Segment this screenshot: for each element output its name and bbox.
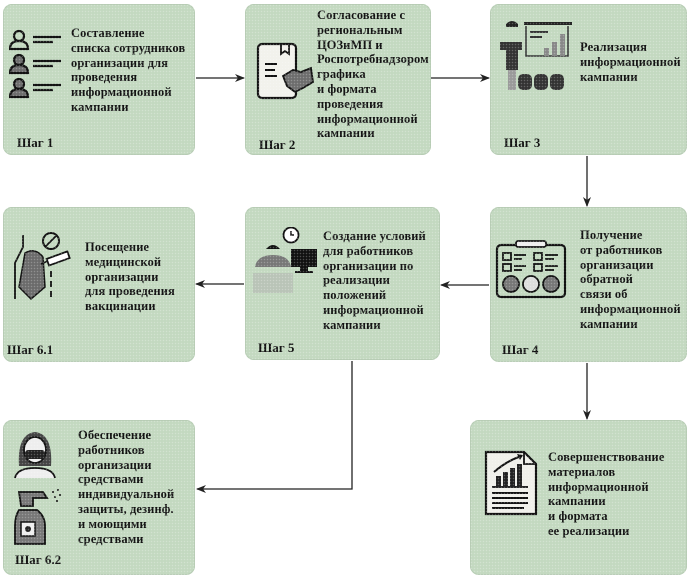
step-5-label: Шаг 5 — [258, 340, 295, 355]
step-6-1-box: Посещение медицинской организации для пр… — [3, 207, 195, 362]
step-3-text: Реализация информационной кампании — [580, 40, 681, 84]
step-2-box: Согласование с региональным ЦОЗиМП и Рос… — [245, 4, 431, 155]
step-6-2-box: Обеспечение работников организации средс… — [3, 420, 195, 575]
step-6-2-label: Шаг 6.2 — [15, 552, 62, 567]
step-1-text: Составление списка сотрудников организац… — [71, 26, 186, 114]
step-4-label: Шаг 4 — [502, 342, 539, 357]
arrow-step5-to-step6-2 — [196, 361, 353, 493]
step-1-label: Шаг 1 — [17, 135, 54, 150]
feedback-survey-icon — [495, 240, 567, 299]
step-5-text: Создание условий для работников организа… — [323, 229, 426, 332]
workplace-icon — [253, 227, 317, 293]
vaccination-icon — [14, 232, 71, 301]
employee-list-icon — [9, 29, 61, 99]
protection-disinfection-icon — [14, 432, 61, 545]
step-4-text: Получение от работников организации обра… — [580, 228, 681, 331]
step-6-1-text: Посещение медицинской организации для пр… — [85, 240, 175, 314]
step-5-box: Создание условий для работников организа… — [245, 207, 440, 360]
step-6-1-label: Шаг 6.1 — [7, 342, 54, 357]
step-final-box: Совершенствование материалов информацион… — [470, 420, 687, 575]
step-4-box: Получение от работников организации обра… — [490, 207, 687, 362]
step-2-label: Шаг 2 — [259, 137, 296, 152]
step-3-label: Шаг 3 — [504, 135, 541, 150]
report-improvement-icon — [484, 450, 538, 516]
step-final-text: Совершенствование материалов информацион… — [548, 450, 665, 538]
step-1-box: Составление списка сотрудников организац… — [3, 4, 195, 155]
step-6-2-text: Обеспечение работников организации средс… — [78, 428, 175, 546]
step-2-text: Согласование с региональным ЦОЗиМП и Рос… — [317, 8, 429, 141]
step-3-box: Реализация информационной кампании Шаг 3 — [490, 4, 687, 155]
agreement-handshake-icon — [256, 42, 314, 100]
presentation-icon — [500, 21, 572, 90]
